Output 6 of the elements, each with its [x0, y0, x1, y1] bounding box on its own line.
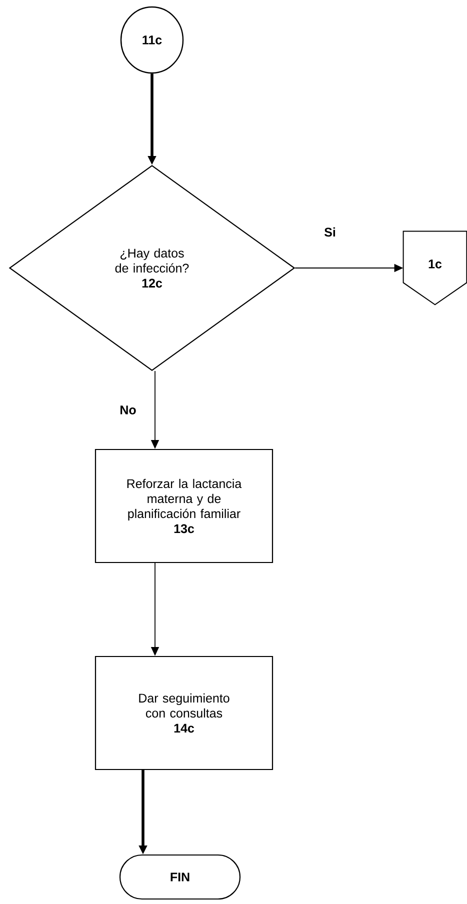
process-box: Reforzar la lactancia materna y de planificación familiar 13c — [94, 448, 274, 564]
off-page-connector: 1c — [402, 230, 467, 306]
end-terminator: FIN — [119, 854, 241, 900]
edge-label: Si — [323, 226, 337, 238]
process-box: Dar seguimiento con consultas 14c — [94, 656, 274, 770]
edge-label: No — [118, 404, 138, 416]
